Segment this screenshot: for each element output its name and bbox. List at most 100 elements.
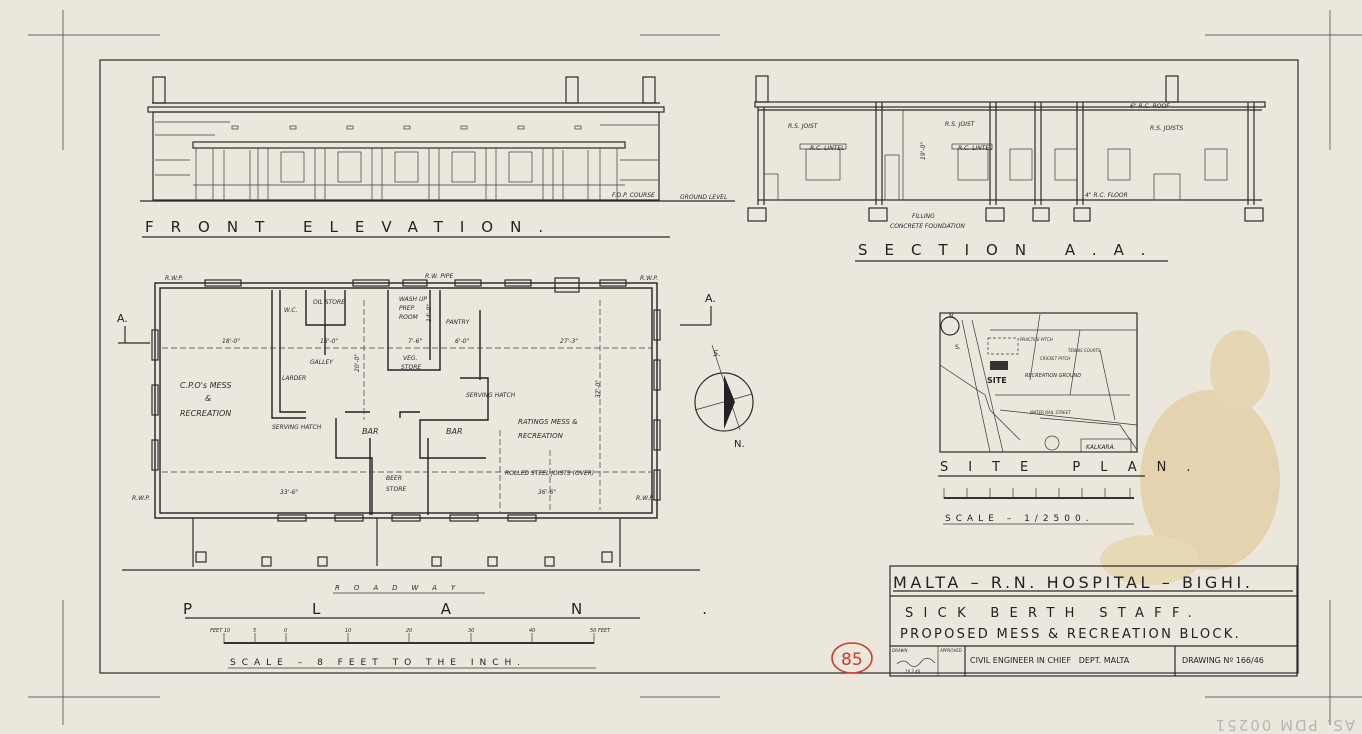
filling-label: FILLING xyxy=(912,213,935,220)
dim-label: 37'-0" xyxy=(595,380,602,398)
veg-store-label: STORE xyxy=(401,364,421,371)
section-markers: A. A. xyxy=(117,292,716,344)
rw-pipe-label: R.W. PIPE xyxy=(425,273,453,280)
drawing-number: DRAWING Nº 166/46 xyxy=(1182,656,1264,665)
ampersand-label: & xyxy=(205,394,211,403)
scale-tick-label: 0 xyxy=(284,628,287,634)
dim-label: 6'-0" xyxy=(455,338,469,345)
scale-tick-label: 40 xyxy=(529,628,535,634)
site-north-label: N. xyxy=(949,313,955,320)
galley-label: GALLEY xyxy=(310,359,334,366)
scale-tick-label: 30 xyxy=(468,628,474,634)
room-label: ROOM xyxy=(399,314,419,321)
north-label: N. xyxy=(734,439,745,450)
ground-floor-plan: R.W.P. R.W. PIPE R.W.P. R.W.P. R.W.P. OI… xyxy=(122,273,827,669)
cpo-mess-label: C.P.O's MESS xyxy=(180,381,231,390)
dim-label: 18'-0" xyxy=(222,338,240,345)
wc-label: W.C. xyxy=(284,307,298,314)
larder-label: LARDER xyxy=(282,375,306,382)
ratings-recreation-label: RECREATION xyxy=(518,432,564,440)
floor-label: 4" R.C. FLOOR xyxy=(1085,192,1128,199)
rwp-label-3: R.W.P. xyxy=(132,495,150,502)
site-south-label: S. xyxy=(955,344,961,351)
beer-label: BEER xyxy=(386,475,402,482)
approved-label: APPROVED xyxy=(939,648,962,653)
scale-tick-label: FEET 10 xyxy=(210,628,230,634)
dim-label: 27'-3" xyxy=(560,338,578,345)
scale-tick-label: 20 xyxy=(406,628,412,634)
serving-hatch-label: SERVING HATCH xyxy=(272,424,322,431)
site-scale-label: SCALE – 1/2500. xyxy=(945,514,1094,524)
stamp-number: 85 xyxy=(841,650,863,670)
signature xyxy=(896,657,936,667)
crop-marks xyxy=(28,10,1362,725)
bar-label-2: BAR xyxy=(446,427,463,436)
prep-label: PREP. xyxy=(399,305,415,312)
site-plan-title: SITE PLAN. xyxy=(940,460,1211,475)
rs-joist-label: R.S. JOIST xyxy=(788,123,819,130)
section-marker-right: A. xyxy=(705,292,716,305)
dim-label: 7'-6" xyxy=(408,338,422,345)
kalkara-label: KALKARA. xyxy=(1086,444,1116,451)
dim-label: 14'-0" xyxy=(426,304,433,322)
scale-tick-label: 50 FEET xyxy=(590,628,611,634)
rs-joists-label: R.S. JOISTS xyxy=(1150,125,1183,132)
office-label: CIVIL ENGINEER IN CHIEF DEPT. MALTA xyxy=(970,656,1130,665)
rwp-label-2: R.W.P. xyxy=(640,275,658,282)
front-elevation-title: FRONT ELEVATION. xyxy=(145,218,560,236)
scale-tick-label: 10 xyxy=(345,628,351,634)
rc-lintel-label: R.C. LINTEL xyxy=(810,145,844,152)
veg-label: VEG. xyxy=(403,355,418,362)
cpo-recreation-label: RECREATION xyxy=(180,409,231,418)
height-dim: 19'-0" xyxy=(920,142,927,160)
dpc-label: F.D.P. COURSE xyxy=(612,192,655,199)
site-plan: N. S. SITE RECREATION GROUND CRICKET PIT… xyxy=(938,312,1211,525)
rs-joist-label-2: R.S. JOIST xyxy=(945,121,976,128)
south-label: S. xyxy=(713,349,721,358)
title-line-3: PROPOSED MESS & RECREATION BLOCK. xyxy=(900,627,1241,642)
dim-label: 20'-0" xyxy=(354,354,361,372)
sheet-border xyxy=(99,59,1299,674)
front-elevation: F.D.P. COURSE GROUND LEVEL FRONT ELEVATI… xyxy=(140,76,735,238)
title-block: MALTA – R.N. HOSPITAL – BIGHI. SICK BERT… xyxy=(889,565,1298,677)
drawn-label: DRAWN xyxy=(892,648,907,653)
dim-label: 36'-6" xyxy=(538,489,556,496)
ratings-mess-label: RATINGS MESS & xyxy=(518,418,578,426)
wash-up-label: WASH UP xyxy=(399,296,427,303)
roof-label: 6" R.C. ROOF xyxy=(1130,103,1170,110)
site-label: SITE xyxy=(987,376,1007,385)
section-aa: R.S. JOIST R.S. JOIST R.C. LINTEL R.C. L… xyxy=(747,75,1266,262)
plan-title: PLAN. xyxy=(183,600,827,618)
plan-scale-label: SCALE – 8 FEET TO THE INCH. xyxy=(230,658,526,668)
oil-store-label: OIL STORE xyxy=(313,299,345,306)
recreation-ground-label: RECREATION GROUND xyxy=(1025,373,1081,379)
rwp-label-4: R.W.P. xyxy=(636,495,654,502)
bar-label: BAR xyxy=(362,427,379,436)
archive-stamp: 85 xyxy=(831,642,873,674)
street-label: WATER RAIL STREET xyxy=(1030,410,1071,415)
plan-scale-bar: FEET 10 5 0 10 20 30 40 50 FEET SCALE – … xyxy=(210,628,611,669)
title-line-1: MALTA – R.N. HOSPITAL – BIGHI. xyxy=(893,573,1254,592)
section-title: SECTION A.A. xyxy=(858,241,1162,259)
pantry-label: PANTRY xyxy=(446,319,471,326)
tennis-courts-label: TENNIS COURTS xyxy=(1068,348,1101,353)
dim-label: 18'-0" xyxy=(320,338,338,345)
foundation-label: CONCRETE FOUNDATION xyxy=(890,223,965,230)
serving-hatch-label-2: SERVING HATCH xyxy=(466,392,516,399)
joists-label: ROLLED STEEL JOISTS (OVER) xyxy=(505,470,594,477)
north-arrow-icon: S. N. xyxy=(694,344,754,450)
rwp-label: R.W.P. xyxy=(165,275,183,282)
roadway-label: ROADWAY xyxy=(335,584,469,592)
title-line-2: SICK BERTH STAFF. xyxy=(905,606,1202,621)
scale-tick-label: 5 xyxy=(253,628,256,634)
beer-store-label: STORE xyxy=(386,486,406,493)
ground-level-label: GROUND LEVEL xyxy=(680,194,727,201)
archive-reference: AS. PDM 00251 xyxy=(1214,716,1355,734)
rc-lintel-label-2: R.C. LINTEL xyxy=(958,145,992,152)
paper-stains xyxy=(1100,330,1280,585)
drawn-date: 19.2.46 xyxy=(905,669,921,674)
practice-pitch-label: PRACTICE PITCH xyxy=(1020,337,1053,342)
cricket-pitch-label: CRICKET PITCH xyxy=(1040,356,1070,361)
section-marker-left: A. xyxy=(117,312,128,325)
